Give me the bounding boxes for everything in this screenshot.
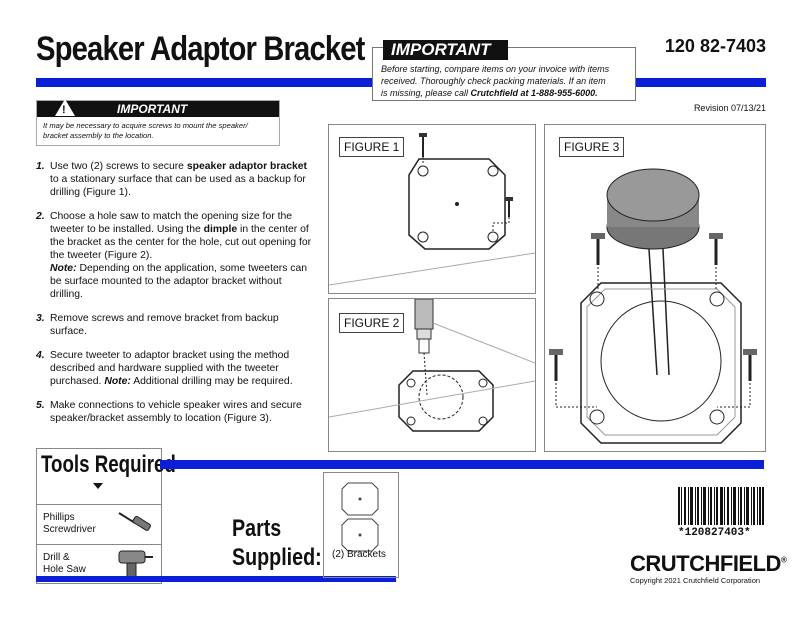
side-important-heading: ! IMPORTANT bbox=[37, 99, 279, 117]
side-important-notice: ! IMPORTANT It may be necessary to acqui… bbox=[36, 99, 280, 146]
revision-date: Revision 07/13/21 bbox=[693, 103, 766, 113]
tools-title: Tools Required bbox=[41, 451, 176, 478]
top-important-heading: IMPORTANT bbox=[383, 40, 508, 60]
tools-divider-1 bbox=[37, 504, 161, 505]
brand-logo: CRUTCHFIELD® bbox=[630, 551, 787, 576]
barcode-text: *120827403* bbox=[678, 527, 751, 539]
figure-3-panel: FIGURE 3 bbox=[544, 124, 766, 452]
step-1: 1.Use two (2) screws to secure speaker a… bbox=[36, 161, 307, 198]
figure-3-label: FIGURE 3 bbox=[559, 137, 625, 157]
figure-1-panel: FIGURE 1 bbox=[328, 124, 536, 294]
instruction-steps: 1.Use two (2) screws to secure speaker a… bbox=[36, 160, 314, 436]
screwdriver-icon bbox=[118, 512, 151, 531]
figure-2-panel: FIGURE 2 bbox=[328, 298, 536, 452]
tools-divider-2 bbox=[37, 544, 161, 545]
chevron-down-icon bbox=[93, 483, 103, 489]
page-title: Speaker Adaptor Bracket bbox=[36, 30, 365, 68]
parts-box: (2) Brackets bbox=[323, 472, 399, 578]
figure-3-assembly-illustration bbox=[549, 168, 757, 444]
figure-1-label: FIGURE 1 bbox=[339, 137, 405, 157]
bracket-icon bbox=[341, 482, 379, 552]
top-important-notice: IMPORTANT Before starting, compare items… bbox=[372, 40, 636, 101]
figure-2-drilling-illustration bbox=[329, 299, 535, 432]
side-important-text: It may be necessary to acquire screws to… bbox=[43, 121, 248, 140]
drill-icon bbox=[118, 550, 153, 580]
warning-icon-glyph: ! bbox=[62, 104, 66, 116]
tool-item-drill: Drill &Hole Saw bbox=[43, 552, 86, 575]
warning-icon bbox=[55, 99, 75, 116]
top-important-text: Before starting, compare items on your i… bbox=[381, 64, 610, 98]
header-rule-left bbox=[36, 78, 372, 87]
tools-rule-top bbox=[160, 460, 764, 469]
parts-item: (2) Brackets bbox=[332, 549, 386, 560]
step-3: 3.Remove screws and remove bracket from … bbox=[36, 313, 279, 337]
barcode-graphic bbox=[678, 487, 764, 525]
header-rule-right bbox=[636, 78, 766, 87]
copyright-text: Copyright 2021 Crutchfield Corporation bbox=[630, 576, 761, 585]
figure-1-bracket-illustration bbox=[329, 133, 535, 286]
step-2: 2.Choose a hole saw to match the opening… bbox=[36, 211, 312, 300]
figure-2-label: FIGURE 2 bbox=[339, 313, 405, 333]
step-4: 4.Secure tweeter to adaptor bracket usin… bbox=[36, 350, 293, 387]
step-5: 5.Make connections to vehicle speaker wi… bbox=[36, 400, 302, 424]
part-number: 120 82-7403 bbox=[664, 36, 766, 56]
tools-rule-bottom bbox=[36, 576, 396, 582]
